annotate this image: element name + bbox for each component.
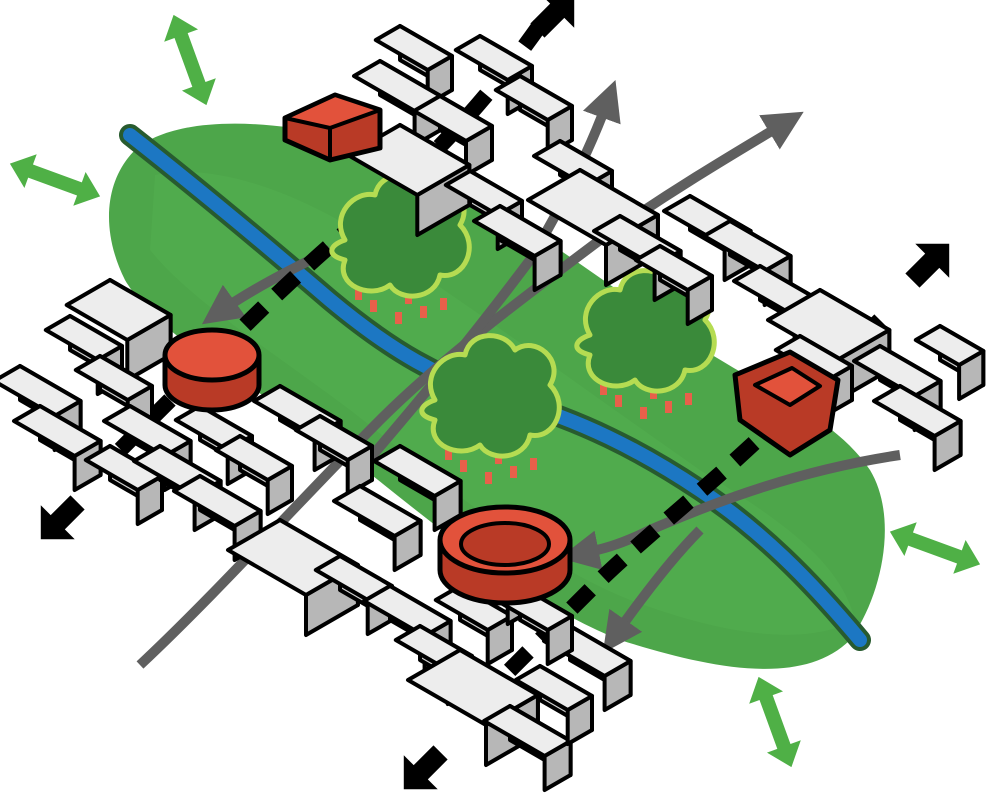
outward-expansion-arrow-icon [403,745,448,790]
building-block-icon [482,704,573,792]
civic-landmark-icon [162,327,262,413]
building-block-icon [633,244,714,326]
building-blocks [0,24,986,792]
building-block-icon [64,278,173,382]
building-block-icon [12,404,103,492]
outward-expansion-arrow-icon [40,495,85,540]
green-exchange-arrow-icon [164,14,216,106]
building-block-icon [513,664,594,746]
outward-expansion-arrow-icon [905,243,950,288]
green-exchange-arrows [9,14,981,768]
building-block-icon [293,414,374,496]
movement-arrow-icon [559,450,901,570]
tree-cluster-icon [574,268,717,419]
civic-landmark-icon [437,504,573,606]
tree-cluster-icon [419,333,562,484]
building-block-icon [373,24,454,106]
building-block-icon [433,584,514,666]
outward-expansion-arrows [40,0,950,790]
movement-arrow-icon [602,526,704,654]
building-block-icon [332,484,423,572]
outward-expansion-arrow-icon [530,0,575,38]
building-block-icon [872,384,963,472]
building-block-icon [493,74,574,156]
dashed-axis-icon [104,20,547,466]
civic-landmark-icon [732,349,841,458]
movement-arrow-icon [356,79,621,474]
building-block-icon [472,204,563,292]
green-exchange-arrow-icon [749,676,801,768]
building-block-icon [213,434,294,516]
green-exchange-arrow-icon [9,154,101,206]
green-exchange-arrow-icon [889,522,981,574]
building-block-icon [913,324,986,401]
civic-landmark-icon [282,92,383,163]
civic-landmarks [162,92,841,606]
building-block-icon [412,94,494,177]
